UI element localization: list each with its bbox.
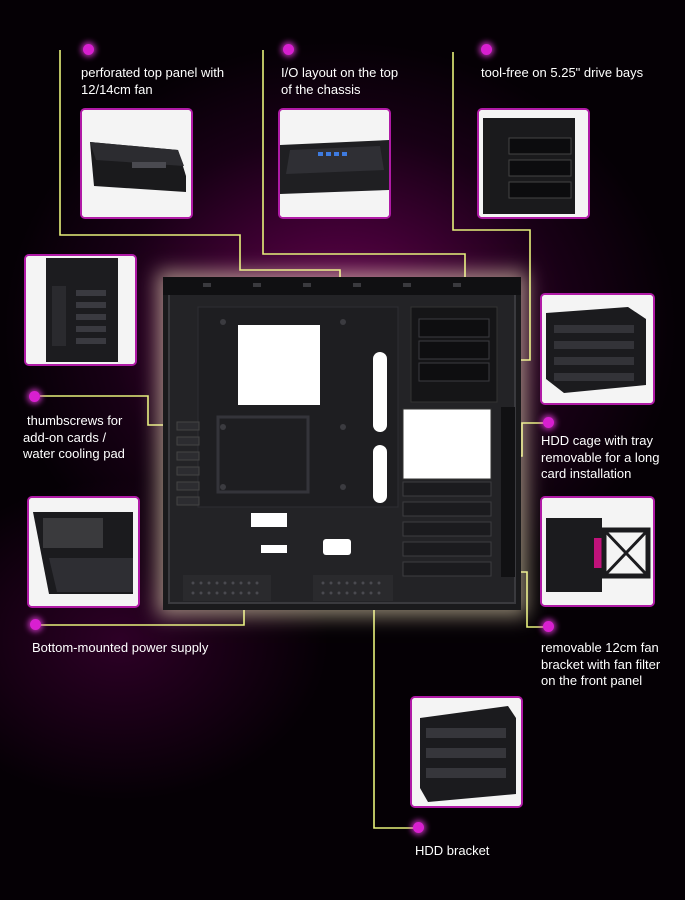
label-thumbscrews-line1: thumbscrews for (27, 413, 123, 428)
thumb-power-supply (27, 496, 140, 608)
marker-dot-fan-bracket (543, 621, 554, 632)
label-io-layout: I/O layout on the top of the chassis (281, 65, 398, 98)
label-hdd-cage-line1: HDD cage with tray (541, 433, 653, 448)
label-thumbscrews: thumbscrews for add-on cards / water coo… (23, 413, 125, 463)
thumb-thumbscrews (24, 254, 137, 366)
label-io-layout-line2: of the chassis (281, 81, 361, 97)
marker-dot-power-supply (30, 619, 41, 630)
label-fan-bracket: removable 12cm fan bracket with fan filt… (541, 640, 660, 690)
thumb-top-panel (80, 108, 193, 219)
marker-dot-hdd-bracket (413, 822, 424, 833)
label-tool-free: tool-free on 5.25" drive bays (481, 65, 643, 82)
label-fan-bracket-line3: on the front panel (541, 673, 643, 688)
marker-dot-hdd-cage (543, 417, 554, 428)
thumb-io-layout (278, 108, 391, 219)
label-top-panel-line2: 12/14cm fan (81, 81, 153, 97)
label-fan-bracket-line1: removable 12cm fan (541, 640, 659, 655)
chassis-photo (163, 277, 521, 610)
thumb-tool-free (477, 108, 590, 219)
label-tool-free-line1: tool-free on 5.25" drive bays (481, 65, 644, 80)
marker-dot-top-panel (83, 44, 94, 55)
label-thumbscrews-line3: water cooling pad (23, 446, 125, 461)
label-power-supply-line1: Bottom-mounted power supply (32, 640, 209, 655)
thumb-hdd-cage (540, 293, 655, 405)
marker-dot-tool-free (481, 44, 492, 55)
label-power-supply: Bottom-mounted power supply (32, 640, 208, 657)
label-thumbscrews-line2: add-on cards / (23, 429, 107, 445)
thumb-hdd-bracket (410, 696, 523, 808)
label-hdd-bracket: HDD bracket (415, 843, 489, 860)
label-hdd-cage-line3: card installation (541, 466, 632, 481)
label-top-panel: perforated top panel with 12/14cm fan (81, 65, 224, 98)
marker-dot-io-layout (283, 44, 294, 55)
chassis-illustration (163, 277, 521, 610)
marker-dot-thumbscrews (29, 391, 40, 402)
thumb-fan-bracket (540, 496, 655, 607)
label-hdd-cage-line2: removable for a long (541, 449, 660, 465)
label-hdd-cage: HDD cage with tray removable for a long … (541, 433, 660, 483)
label-fan-bracket-line2: bracket with fan filter (541, 656, 661, 672)
label-hdd-bracket-line1: HDD bracket (415, 843, 490, 858)
leader-top-panel (59, 50, 341, 285)
leader-io-layout (262, 50, 466, 282)
label-io-layout-line1: I/O layout on the top (281, 65, 399, 80)
label-top-panel-line1: perforated top panel with (81, 65, 225, 80)
